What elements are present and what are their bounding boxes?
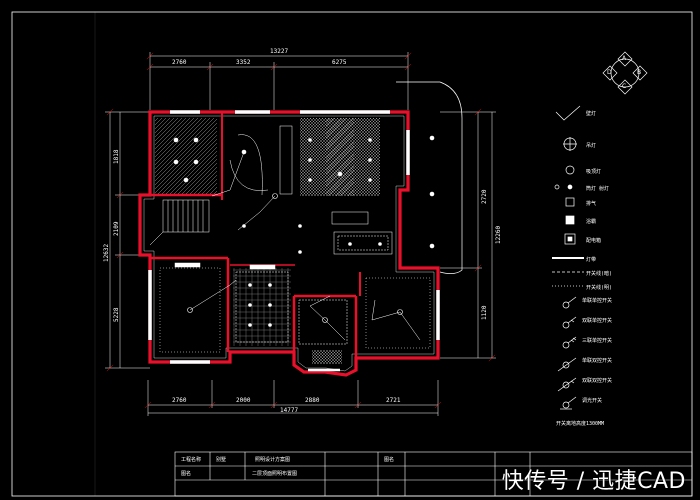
dim-right-seg-2: 1120 — [481, 305, 488, 320]
switch-double-icon — [562, 316, 577, 329]
legend-label-downlight: 筒灯 射灯 — [586, 186, 610, 192]
legend-label-exhaust-fan: 排气 — [586, 201, 597, 207]
compass-letter-b: B — [637, 69, 642, 76]
compass-letter-a: A — [622, 55, 627, 62]
title-block-project-value: 别墅 — [216, 457, 227, 463]
legend-icons — [552, 105, 584, 410]
switch-dual-icon — [557, 357, 577, 372]
floor-plan-walls — [138, 110, 440, 377]
legend-label-wire-dashed: 开关线(明) — [586, 285, 613, 291]
downlight-icon — [554, 184, 560, 190]
dim-left-seg-2: 2109 — [113, 221, 120, 236]
light-fixtures — [173, 135, 435, 327]
dim-bottom-seg-2: 2000 — [236, 397, 251, 404]
legend-label-bath-heater: 浴霸 — [586, 219, 597, 225]
dim-top-seg-3: 6275 — [332, 59, 347, 66]
switch-triple-icon — [562, 336, 577, 349]
title-block-design-title: 照明设计方案图 — [255, 457, 291, 463]
right-dimension-lines — [440, 108, 496, 362]
legend-label-wire: 开关线(暗) — [586, 271, 613, 277]
compass-symbol — [602, 51, 648, 95]
compass-letter-d: D — [607, 69, 612, 76]
ceiling-lamp-icon — [565, 165, 575, 175]
title-block — [174, 451, 693, 497]
top-dimension-lines — [146, 52, 412, 110]
legend-label-switch-dual2: 双联双控开关 — [582, 378, 613, 384]
legend-label-light-strip: 灯带 — [586, 257, 597, 263]
dim-left-seg-3: 5228 — [113, 307, 120, 322]
dim-top-seg-1: 2760 — [172, 59, 187, 66]
dim-top-total: 13227 — [270, 48, 289, 55]
dim-bottom-seg-4: 2721 — [386, 397, 401, 404]
legend-label-switch-double: 双联单控开关 — [582, 318, 613, 324]
dim-right-seg-1: 2720 — [481, 189, 488, 204]
dim-right-total: 12260 — [495, 225, 502, 244]
dim-left-total: 12632 — [103, 243, 110, 262]
legend-label-distribution-box: 配电箱 — [586, 238, 602, 244]
legend-label-switch-triple: 三联单控开关 — [582, 338, 613, 344]
legend-note: 开关离地高度1300MM — [556, 421, 605, 427]
title-block-drawing-name: 二层顶面照明布置图 — [252, 471, 298, 477]
distribution-box-icon — [564, 233, 576, 245]
legend-label-chandelier: 吊灯 — [586, 143, 597, 149]
legend-label-dimmer: 调光开关 — [582, 398, 603, 404]
dim-top-seg-2: 3352 — [236, 59, 251, 66]
hatch-corridor — [233, 268, 291, 346]
legend-label-wall-lamp: 壁灯 — [586, 111, 597, 117]
dim-bottom-seg-3: 2880 — [305, 397, 320, 404]
bath-heater-icon — [565, 215, 575, 225]
outer-wall — [138, 110, 440, 377]
switch-single-icon — [562, 296, 577, 309]
exhaust-fan-icon — [565, 197, 575, 207]
ceiling-details — [159, 125, 431, 353]
hatch-bath — [312, 350, 342, 364]
balcony-outline — [396, 81, 463, 274]
dimmer-icon — [560, 396, 577, 410]
wall-lamp-icon — [555, 105, 581, 121]
dim-bottom-total: 14777 — [280, 407, 299, 414]
hatch-room-nw — [155, 118, 217, 194]
title-block-drawing-label: 图名 — [384, 457, 395, 463]
switch-dual2-icon — [557, 377, 577, 392]
hatch-center — [326, 118, 354, 196]
dim-left-seg-1: 1818 — [113, 149, 120, 164]
staircase — [149, 199, 210, 246]
legend-label-switch-single: 单联单控开关 — [582, 298, 613, 304]
left-dimension-lines — [105, 108, 150, 372]
legend-label-switch-dual: 单联双控开关 — [582, 358, 613, 364]
dim-bottom-seg-1: 2760 — [172, 397, 187, 404]
compass-letter-c: C — [622, 83, 627, 90]
title-block-project-label: 工程名称 — [181, 457, 202, 463]
watermark: 快传号 / 迅捷CAD — [501, 469, 686, 494]
legend-label-ceiling-lamp: 吸顶灯 — [586, 169, 602, 175]
switch-wiring — [189, 151, 421, 341]
bottom-dimension-lines — [144, 380, 442, 416]
title-block-name-label: 图名 — [181, 471, 192, 477]
